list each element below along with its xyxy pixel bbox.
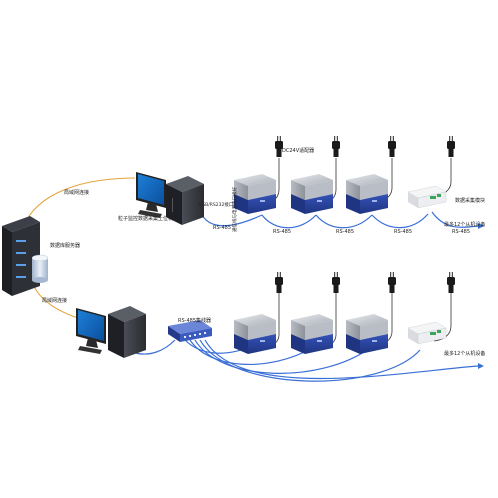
database-server bbox=[2, 216, 49, 296]
particle-sensor-5 bbox=[291, 314, 333, 354]
power-plug-icon-7 bbox=[388, 272, 396, 293]
sensor-indicator bbox=[260, 340, 265, 342]
label-vertical-note: 通信线与电源线已接好 bbox=[231, 187, 238, 232]
label-lan-top: 局域网连接 bbox=[64, 189, 89, 196]
power-plug-icon-6 bbox=[332, 272, 340, 293]
power-plug-icon-2 bbox=[332, 136, 340, 157]
label-max-top: 最多12个从机设备 bbox=[444, 221, 485, 228]
cable-hub-to-more bbox=[204, 339, 479, 380]
cable-sensor3-to-module bbox=[371, 213, 429, 229]
label-lan-bottom: 局域网连接 bbox=[42, 297, 67, 304]
more-devices-arrows bbox=[478, 223, 484, 369]
cable-hub-to-sensor2 bbox=[189, 339, 313, 366]
sensor-indicator bbox=[317, 200, 322, 202]
cable-module-to-more bbox=[431, 211, 479, 228]
tower-top bbox=[166, 176, 204, 192]
pc-bottom bbox=[76, 306, 146, 358]
power-cable-8 bbox=[433, 285, 452, 342]
label-max-bottom: 最多12个从机设备 bbox=[444, 350, 485, 357]
data-collector-module-bottom bbox=[407, 321, 447, 345]
cable-hub-to-sensor3 bbox=[194, 339, 371, 374]
sensor-indicator bbox=[317, 340, 322, 342]
power-plug-icon-3 bbox=[388, 136, 396, 157]
particle-sensor-6 bbox=[346, 314, 388, 354]
label-pc-top: 粒子监控数据采集上位机 bbox=[118, 215, 173, 222]
sensor-indicator bbox=[372, 340, 377, 342]
cable-sensor2-to-sensor3 bbox=[315, 214, 373, 229]
label-rs485-1: RS-485 bbox=[213, 225, 231, 231]
label-rs485-5: RS-485 bbox=[452, 229, 470, 235]
label-dc-power: DC24V适配器 bbox=[282, 147, 314, 154]
power-plug-icon-8 bbox=[447, 272, 455, 293]
label-collector: 数据采集模块 bbox=[455, 197, 485, 204]
particle-sensor-3 bbox=[346, 174, 388, 214]
cable-hub-to-module bbox=[199, 339, 421, 382]
arrow-more-bottom bbox=[478, 363, 484, 369]
particle-sensors bbox=[234, 174, 388, 354]
monitor-bottom bbox=[76, 308, 106, 354]
label-usb-port: USB/RS232接口 bbox=[199, 201, 233, 208]
power-plug-icon-4 bbox=[447, 136, 455, 157]
sensor-indicator bbox=[372, 200, 377, 202]
cable-sensor1-to-sensor2 bbox=[261, 214, 317, 229]
data-collector-module-top bbox=[407, 185, 447, 209]
particle-sensor-4 bbox=[234, 314, 276, 354]
label-server: 数据库服务器 bbox=[50, 242, 80, 249]
particle-sensor-1 bbox=[234, 174, 276, 214]
label-rs485-hub: RS-485集线器 bbox=[178, 317, 211, 324]
label-rs485-3: RS-485 bbox=[336, 229, 354, 235]
rs485-hub bbox=[168, 320, 212, 342]
arrow-more-top bbox=[478, 223, 484, 229]
database-cylinder-icon bbox=[31, 254, 49, 283]
sensor-indicator bbox=[260, 200, 265, 202]
pc-top bbox=[136, 172, 204, 225]
label-rs485-4: RS-485 bbox=[394, 229, 412, 235]
label-rs485-2: RS-485 bbox=[273, 229, 291, 235]
power-plugs bbox=[275, 136, 455, 293]
power-plug-icon-5 bbox=[275, 272, 283, 293]
monitor-top bbox=[136, 172, 166, 218]
power-plug-icon-1 bbox=[275, 136, 283, 157]
particle-sensor-2 bbox=[291, 174, 333, 214]
